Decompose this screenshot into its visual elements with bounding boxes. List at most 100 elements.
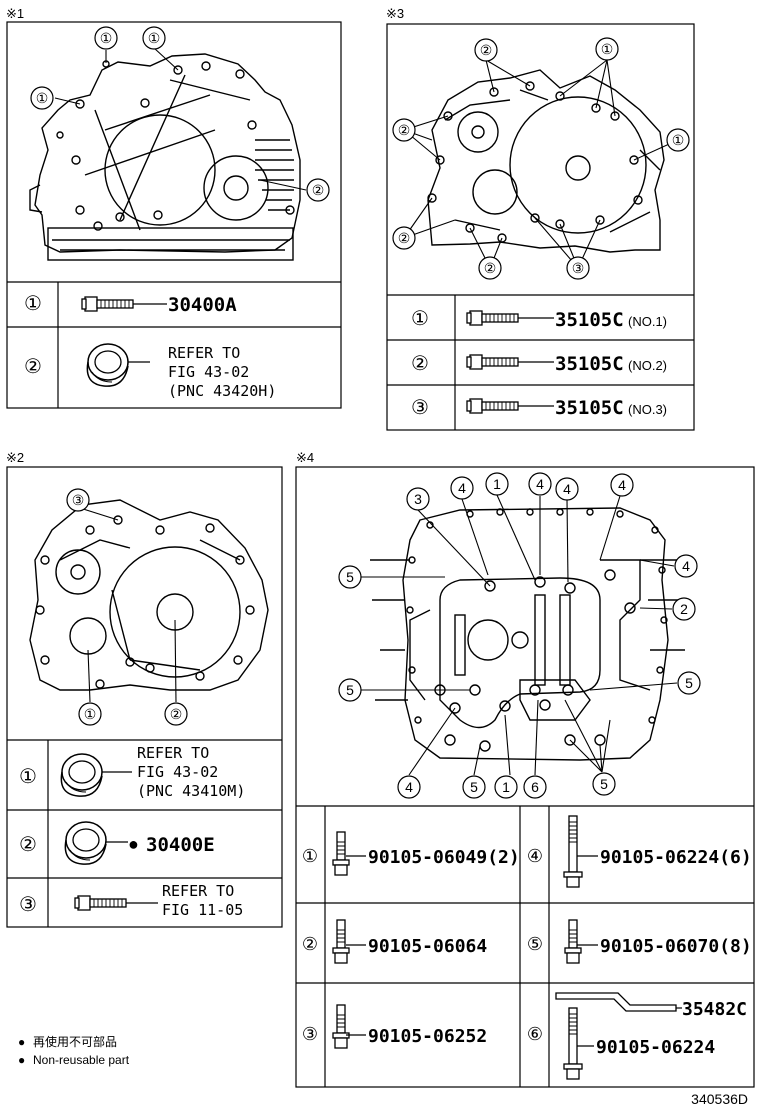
callout-circle xyxy=(595,37,619,61)
part-note: (NO.1) xyxy=(628,314,667,329)
callout-circle xyxy=(392,226,416,250)
callout-circle xyxy=(66,488,90,512)
callout-label: 6 xyxy=(531,779,539,795)
table-num: ② xyxy=(24,356,42,378)
callout-circle xyxy=(610,473,634,497)
bolt-icon xyxy=(564,919,582,964)
part-number: 30400A xyxy=(168,294,237,316)
refer-text: (PNC 43410M) xyxy=(137,782,245,800)
callout-circle xyxy=(677,671,701,695)
callout-label: 1 xyxy=(493,476,501,492)
table-num: ② xyxy=(411,353,429,375)
oil-seal-icon xyxy=(60,753,103,797)
refer-text: FIG 43-02 xyxy=(168,363,249,381)
legend-jp: 再使用不可部品 xyxy=(33,1034,117,1049)
panel-4-table xyxy=(296,805,754,1087)
callout-label: ② xyxy=(170,706,183,722)
part-number: 35105C xyxy=(555,309,624,331)
callout-label: 5 xyxy=(685,675,693,691)
callout-circle xyxy=(494,775,518,799)
callout-circle xyxy=(592,772,616,796)
part-number: 35105C xyxy=(555,353,624,375)
table-num: ② xyxy=(302,934,318,954)
panel-4-frame xyxy=(295,466,755,1088)
callout-label: 5 xyxy=(346,569,354,585)
transaxle-illustration-2 xyxy=(29,499,269,691)
callout-label: 4 xyxy=(563,481,571,497)
transaxle-illustration-1 xyxy=(29,53,301,261)
callout-circle xyxy=(450,476,474,500)
callout-circle xyxy=(78,702,102,726)
callout-label: 4 xyxy=(458,480,466,496)
callout-label: ② xyxy=(398,230,411,246)
table-num: ① xyxy=(302,846,318,866)
callout-label: 4 xyxy=(536,476,544,492)
panel-3-mark: ※3 xyxy=(386,6,404,21)
panel-1-mark: ※1 xyxy=(6,6,24,21)
callout-circle xyxy=(566,256,590,280)
callout-circle xyxy=(485,472,509,496)
part-number: 30400E xyxy=(146,834,215,856)
legend-bullet: ● xyxy=(18,1035,25,1049)
bolt-icon xyxy=(466,398,519,414)
callout-circle xyxy=(474,38,498,62)
bolt-icon xyxy=(81,296,134,312)
callout-label: ③ xyxy=(572,260,585,276)
bolt-icon xyxy=(466,354,519,370)
callout-label: ① xyxy=(100,30,113,46)
callout-circle xyxy=(672,597,696,621)
refer-text: FIG 11-05 xyxy=(162,901,243,919)
bolt-icon xyxy=(332,1004,350,1049)
transaxle-illustration-3 xyxy=(427,69,665,253)
callout-circle xyxy=(555,477,579,501)
part-note: (NO.2) xyxy=(628,358,667,373)
callout-label: ① xyxy=(84,706,97,722)
panel-2-mark: ※2 xyxy=(6,450,24,465)
callout-label: 5 xyxy=(600,776,608,792)
table-num: ③ xyxy=(19,894,37,916)
panel-3-table xyxy=(387,294,694,430)
panel-4-callouts xyxy=(361,494,678,776)
part-number: 90105-06049(2) xyxy=(368,847,520,868)
callout-label: 1 xyxy=(502,779,510,795)
table-num: ④ xyxy=(527,846,543,866)
panel-1-table xyxy=(7,281,341,408)
table-num: ① xyxy=(411,308,429,330)
bolt-icon xyxy=(74,895,127,911)
bracket-icon xyxy=(555,992,677,1012)
bolt-icon xyxy=(466,310,519,326)
part-note: (NO.3) xyxy=(628,402,667,417)
table-num: ③ xyxy=(411,397,429,419)
part-number: 90105-06252 xyxy=(368,1026,487,1047)
part-number: 90105-06070(8) xyxy=(600,936,752,957)
callout-circle xyxy=(674,554,698,578)
part-number: 90105-06224 xyxy=(596,1037,715,1058)
valve-body-illustration xyxy=(370,507,690,761)
callout-label: ③ xyxy=(72,492,85,508)
panel-4-mark: ※4 xyxy=(296,450,314,465)
part-number: 90105-06224(6) xyxy=(600,847,752,868)
table-num: ② xyxy=(19,834,37,856)
oil-seal-icon xyxy=(64,821,107,865)
table-num: ⑥ xyxy=(527,1024,543,1044)
callout-circle xyxy=(392,118,416,142)
bolt-icon xyxy=(563,815,583,888)
refer-text: REFER TO xyxy=(137,744,209,762)
callout-label: ② xyxy=(312,182,325,198)
callout-circle xyxy=(94,26,118,50)
callout-circle xyxy=(478,256,502,280)
callout-label: 5 xyxy=(346,682,354,698)
callout-circle xyxy=(338,678,362,702)
refer-text: REFER TO xyxy=(162,882,234,900)
panel-2-callouts xyxy=(79,507,177,703)
callout-label: 4 xyxy=(405,779,413,795)
part-number: 35105C xyxy=(555,397,624,419)
panel-3-frame xyxy=(386,23,695,431)
callout-label: ① xyxy=(672,132,685,148)
table-num: ⑤ xyxy=(527,934,543,954)
callout-label: 4 xyxy=(682,558,690,574)
callout-label: ② xyxy=(484,260,497,276)
part-number: 90105-06064 xyxy=(368,936,487,957)
refer-text: REFER TO xyxy=(168,344,240,362)
